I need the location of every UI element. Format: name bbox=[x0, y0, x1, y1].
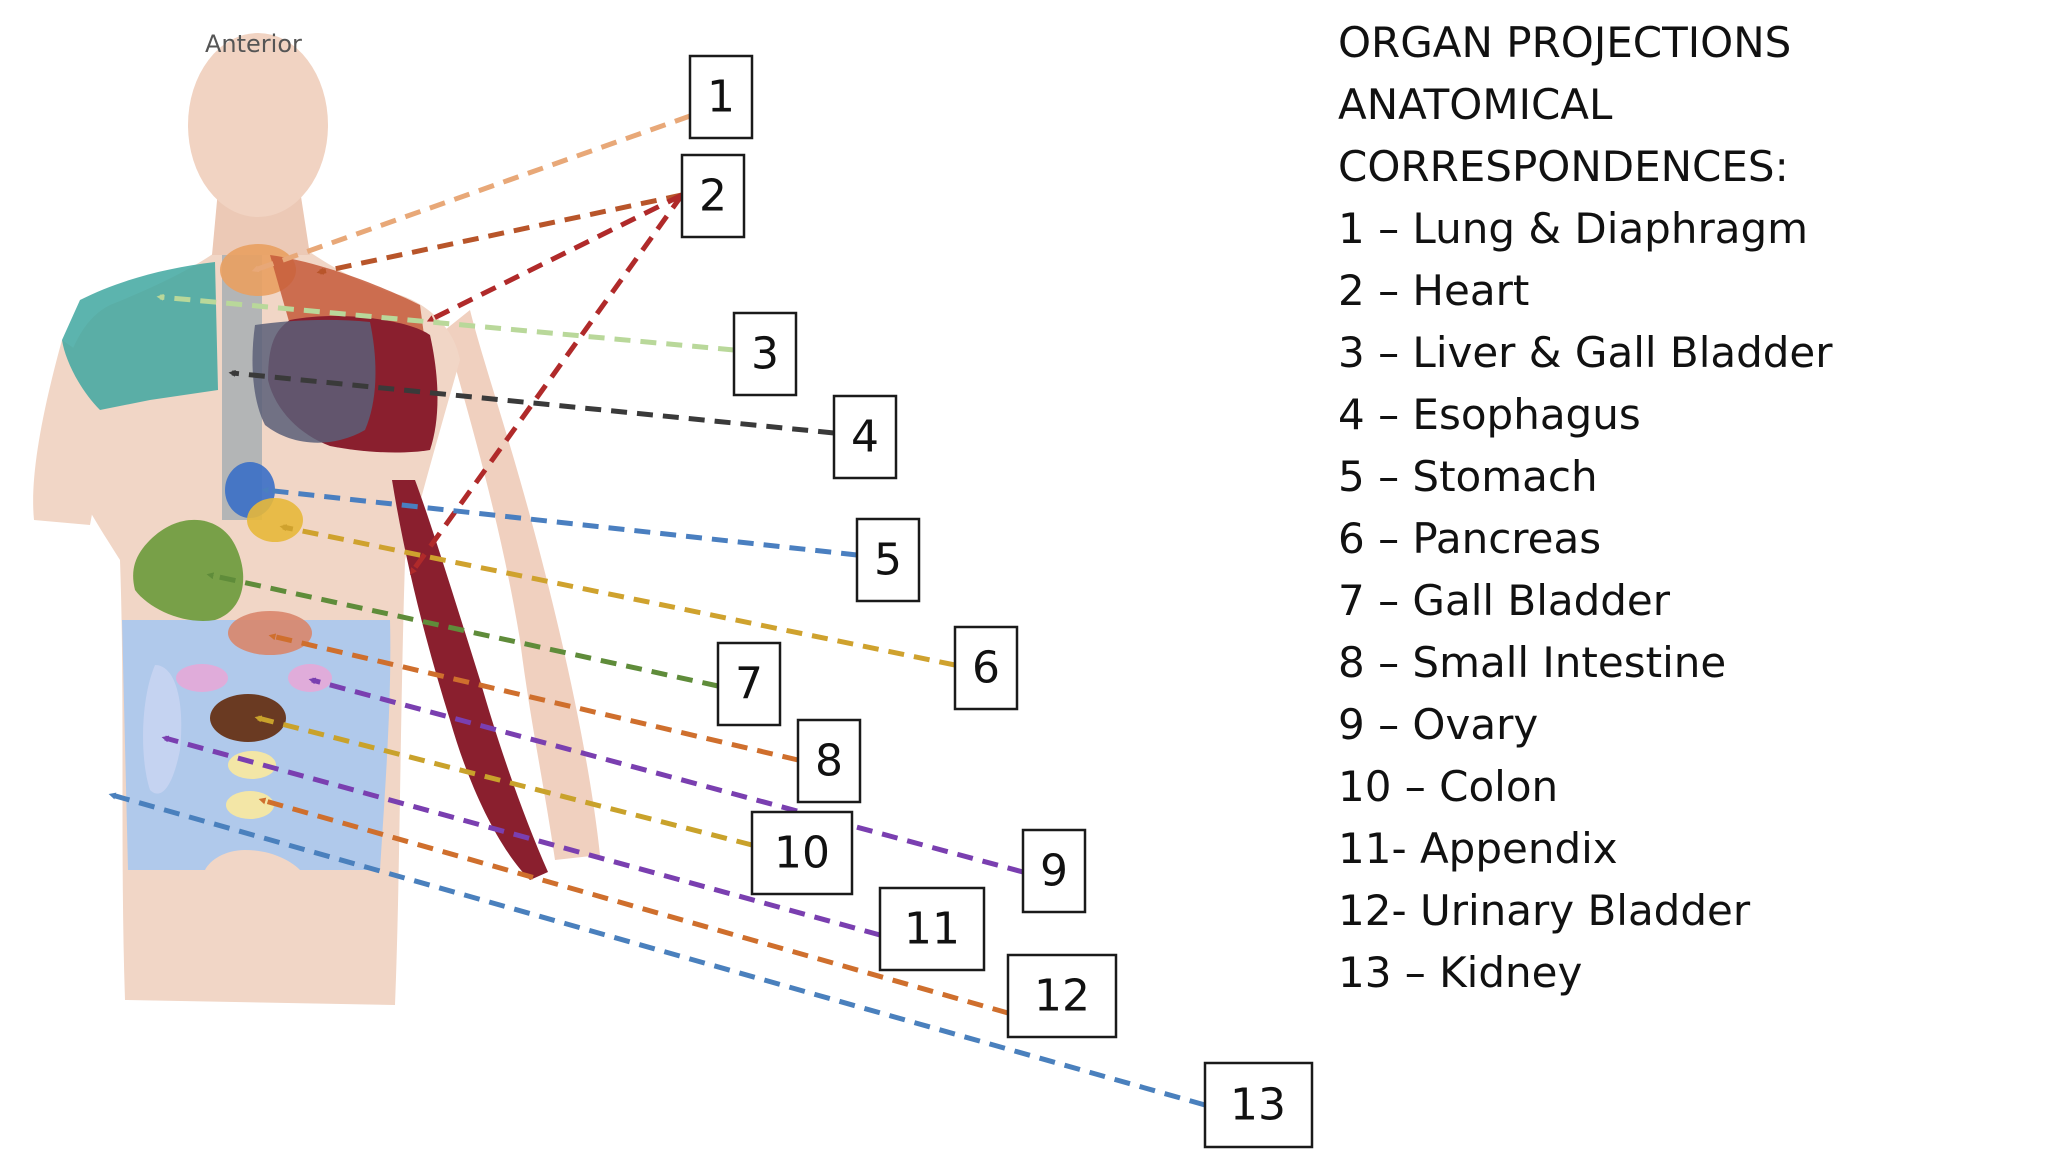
legend-item-13: 13 – Kidney bbox=[1338, 948, 1583, 997]
connector-13 bbox=[108, 792, 1206, 1108]
esophagus-region bbox=[222, 255, 262, 520]
svg-text:10: 10 bbox=[774, 828, 830, 879]
legend-item-5: 5 – Stomach bbox=[1338, 452, 1598, 501]
legend-item-3: 3 – Liver & Gall Bladder bbox=[1338, 328, 1833, 377]
colon-region bbox=[210, 694, 286, 742]
svg-text:12: 12 bbox=[1034, 971, 1090, 1022]
connector-8 bbox=[268, 633, 799, 763]
svg-text:4: 4 bbox=[851, 412, 879, 463]
box-9: 9 bbox=[1021, 828, 1087, 914]
legend-title-line-2: ANATOMICAL bbox=[1338, 80, 1613, 129]
legend-title-line-3: CORRESPONDENCES: bbox=[1338, 142, 1789, 191]
legend-item-1: 1 – Lung & Diaphragm bbox=[1338, 204, 1809, 253]
connector-3 bbox=[156, 293, 735, 353]
connector-9 bbox=[308, 677, 1024, 875]
legend-item-6: 6 – Pancreas bbox=[1338, 514, 1602, 563]
svg-text:2: 2 bbox=[699, 171, 727, 222]
connector-4 bbox=[228, 369, 835, 436]
urinary-bladder-spot-2 bbox=[226, 791, 274, 819]
connector-2-chest bbox=[426, 192, 684, 323]
view-label: Anterior bbox=[205, 30, 302, 58]
svg-text:1: 1 bbox=[707, 72, 735, 123]
head bbox=[188, 33, 328, 217]
legend-panel: ORGAN PROJECTIONS ANATOMICAL CORRESPONDE… bbox=[1338, 12, 2038, 1004]
box-4: 4 bbox=[832, 394, 898, 480]
svg-text:3: 3 bbox=[751, 329, 779, 380]
legend-item-11: 11- Appendix bbox=[1338, 824, 1618, 873]
box-8: 8 bbox=[796, 718, 862, 804]
svg-text:6: 6 bbox=[972, 643, 1000, 694]
svg-text:7: 7 bbox=[735, 659, 763, 710]
connector-10 bbox=[254, 715, 753, 848]
gall-bladder-region bbox=[133, 519, 244, 621]
right-arm bbox=[445, 310, 600, 860]
connector-lines bbox=[108, 113, 1206, 1108]
legend-item-8: 8 – Small Intestine bbox=[1338, 638, 1727, 687]
ovary-region-right bbox=[288, 664, 332, 692]
box-2: 2 bbox=[680, 153, 746, 239]
legend-item-7: 7 – Gall Bladder bbox=[1338, 576, 1671, 625]
legend-item-10: 10 – Colon bbox=[1338, 762, 1559, 811]
box-12: 12 bbox=[1006, 953, 1118, 1039]
shoulder-region bbox=[62, 262, 218, 410]
legend-item-12: 12- Urinary Bladder bbox=[1338, 886, 1751, 935]
box-7: 7 bbox=[716, 641, 782, 727]
svg-text:5: 5 bbox=[874, 535, 902, 586]
connector-5 bbox=[261, 486, 858, 558]
connector-6 bbox=[279, 524, 956, 668]
connector-11 bbox=[161, 735, 881, 938]
box-6: 6 bbox=[953, 625, 1019, 711]
connector-7 bbox=[206, 572, 719, 689]
legend-item-2: 2 – Heart bbox=[1338, 266, 1530, 315]
svg-text:9: 9 bbox=[1040, 846, 1068, 897]
svg-text:13: 13 bbox=[1230, 1080, 1286, 1131]
box-3: 3 bbox=[732, 311, 798, 397]
ovary-region-left bbox=[176, 664, 228, 692]
appendix-kidney-region bbox=[143, 665, 182, 794]
number-boxes: 1 2 3 4 5 6 7 8 bbox=[680, 54, 1314, 1149]
pancreas-region bbox=[247, 498, 303, 542]
svg-text:8: 8 bbox=[815, 736, 843, 787]
legend-title-line-1: ORGAN PROJECTIONS bbox=[1338, 18, 1792, 67]
small-intestine-region bbox=[228, 611, 312, 655]
box-5: 5 bbox=[855, 517, 921, 603]
box-13: 13 bbox=[1203, 1061, 1314, 1149]
legend-item-4: 4 – Esophagus bbox=[1338, 390, 1641, 439]
svg-text:11: 11 bbox=[904, 904, 960, 955]
legend-item-9: 9 – Ovary bbox=[1338, 700, 1539, 749]
connector-2-shoulder bbox=[316, 192, 683, 275]
arm-heart-strip bbox=[392, 480, 548, 880]
box-11: 11 bbox=[878, 886, 986, 972]
box-10: 10 bbox=[750, 810, 854, 896]
box-1: 1 bbox=[688, 54, 754, 140]
